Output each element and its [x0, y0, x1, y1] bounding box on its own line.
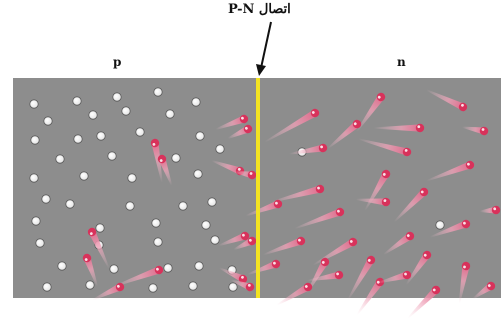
hole-icon: [178, 201, 188, 211]
hole-icon: [188, 281, 198, 291]
hole-icon: [41, 194, 51, 204]
electron-icon: [271, 184, 325, 203]
hole-icon: [210, 235, 220, 245]
hole-icon: [79, 171, 89, 181]
electron-icon: [276, 282, 313, 306]
hole-icon: [107, 151, 117, 161]
electron-icon: [407, 285, 441, 319]
hole-icon: [228, 282, 238, 292]
electron-icon: [472, 281, 496, 300]
hole-icon: [195, 131, 205, 141]
electron-icon: [393, 187, 429, 223]
hole-icon: [65, 199, 75, 209]
electron-icon: [113, 265, 164, 287]
hole-icon: [148, 283, 158, 293]
electron-icon: [263, 236, 306, 256]
hole-icon: [121, 106, 131, 116]
electron-icon: [374, 123, 425, 133]
electron-icon: [219, 267, 248, 284]
hole-icon: [35, 238, 45, 248]
hole-icon: [95, 223, 105, 233]
electron-icon: [157, 154, 173, 186]
hole-icon: [109, 264, 119, 274]
hole-icon: [165, 109, 175, 119]
electron-icon: [215, 114, 249, 130]
electron-icon: [82, 253, 98, 287]
electron-icon: [234, 170, 257, 180]
electron-icon: [480, 205, 501, 215]
hole-icon: [57, 261, 67, 271]
electron-icon: [87, 227, 110, 269]
hole-icon: [435, 220, 445, 230]
electron-icon: [247, 259, 281, 275]
electron-icon: [383, 231, 415, 255]
electron-icon: [306, 257, 330, 294]
n-region-label: n: [397, 55, 406, 69]
electron-icon: [150, 138, 163, 183]
electron-icon: [294, 207, 345, 229]
hole-icon: [207, 197, 217, 207]
hole-icon: [29, 173, 39, 183]
junction-title: اتصال P-N: [228, 2, 291, 17]
electron-icon: [405, 250, 432, 285]
hole-icon: [55, 154, 65, 164]
hole-icon: [112, 92, 122, 102]
p-region-label: p: [113, 55, 122, 69]
electron-icon: [356, 197, 391, 207]
electron-icon: [307, 270, 344, 282]
electron-icon: [426, 160, 475, 182]
arrow-icon: [256, 21, 272, 76]
hole-icon: [163, 263, 173, 273]
hole-icon: [215, 144, 225, 154]
hole-icon: [135, 127, 145, 137]
hole-icon: [125, 201, 135, 211]
electron-icon: [245, 199, 283, 217]
electron-icon: [356, 92, 386, 132]
electron-icon: [92, 282, 125, 301]
hole-icon: [153, 87, 163, 97]
hole-icon: [127, 173, 137, 183]
hole-icon: [151, 218, 161, 228]
hole-icon: [88, 110, 98, 120]
electron-icon: [231, 279, 255, 292]
hole-icon: [194, 261, 204, 271]
electron-icon: [430, 219, 471, 238]
electron-icon: [358, 138, 412, 157]
hole-icon: [43, 116, 53, 126]
electron-icon: [289, 143, 328, 155]
hole-icon: [73, 134, 83, 144]
hole-icon: [193, 169, 203, 179]
hole-icon: [201, 220, 211, 230]
electron-icon: [347, 255, 376, 301]
hole-icon: [85, 280, 95, 290]
hole-icon: [171, 153, 181, 163]
hole-icon: [31, 216, 41, 226]
electron-icon: [356, 277, 385, 316]
electron-icon: [377, 270, 412, 284]
hole-icon: [30, 135, 40, 145]
hole-icon: [96, 131, 106, 141]
hole-icon: [72, 96, 82, 106]
electron-icon: [458, 261, 471, 304]
hole-icon: [42, 282, 52, 292]
electron-icon: [327, 119, 362, 149]
hole-icon: [29, 99, 39, 109]
electron-icon: [233, 236, 257, 250]
electron-icon: [426, 89, 468, 112]
electron-icon: [264, 108, 320, 143]
electron-icon: [462, 126, 489, 136]
hole-icon: [153, 237, 163, 247]
hole-icon: [191, 97, 201, 107]
electron-icon: [218, 231, 250, 247]
electron-icon: [227, 124, 253, 139]
